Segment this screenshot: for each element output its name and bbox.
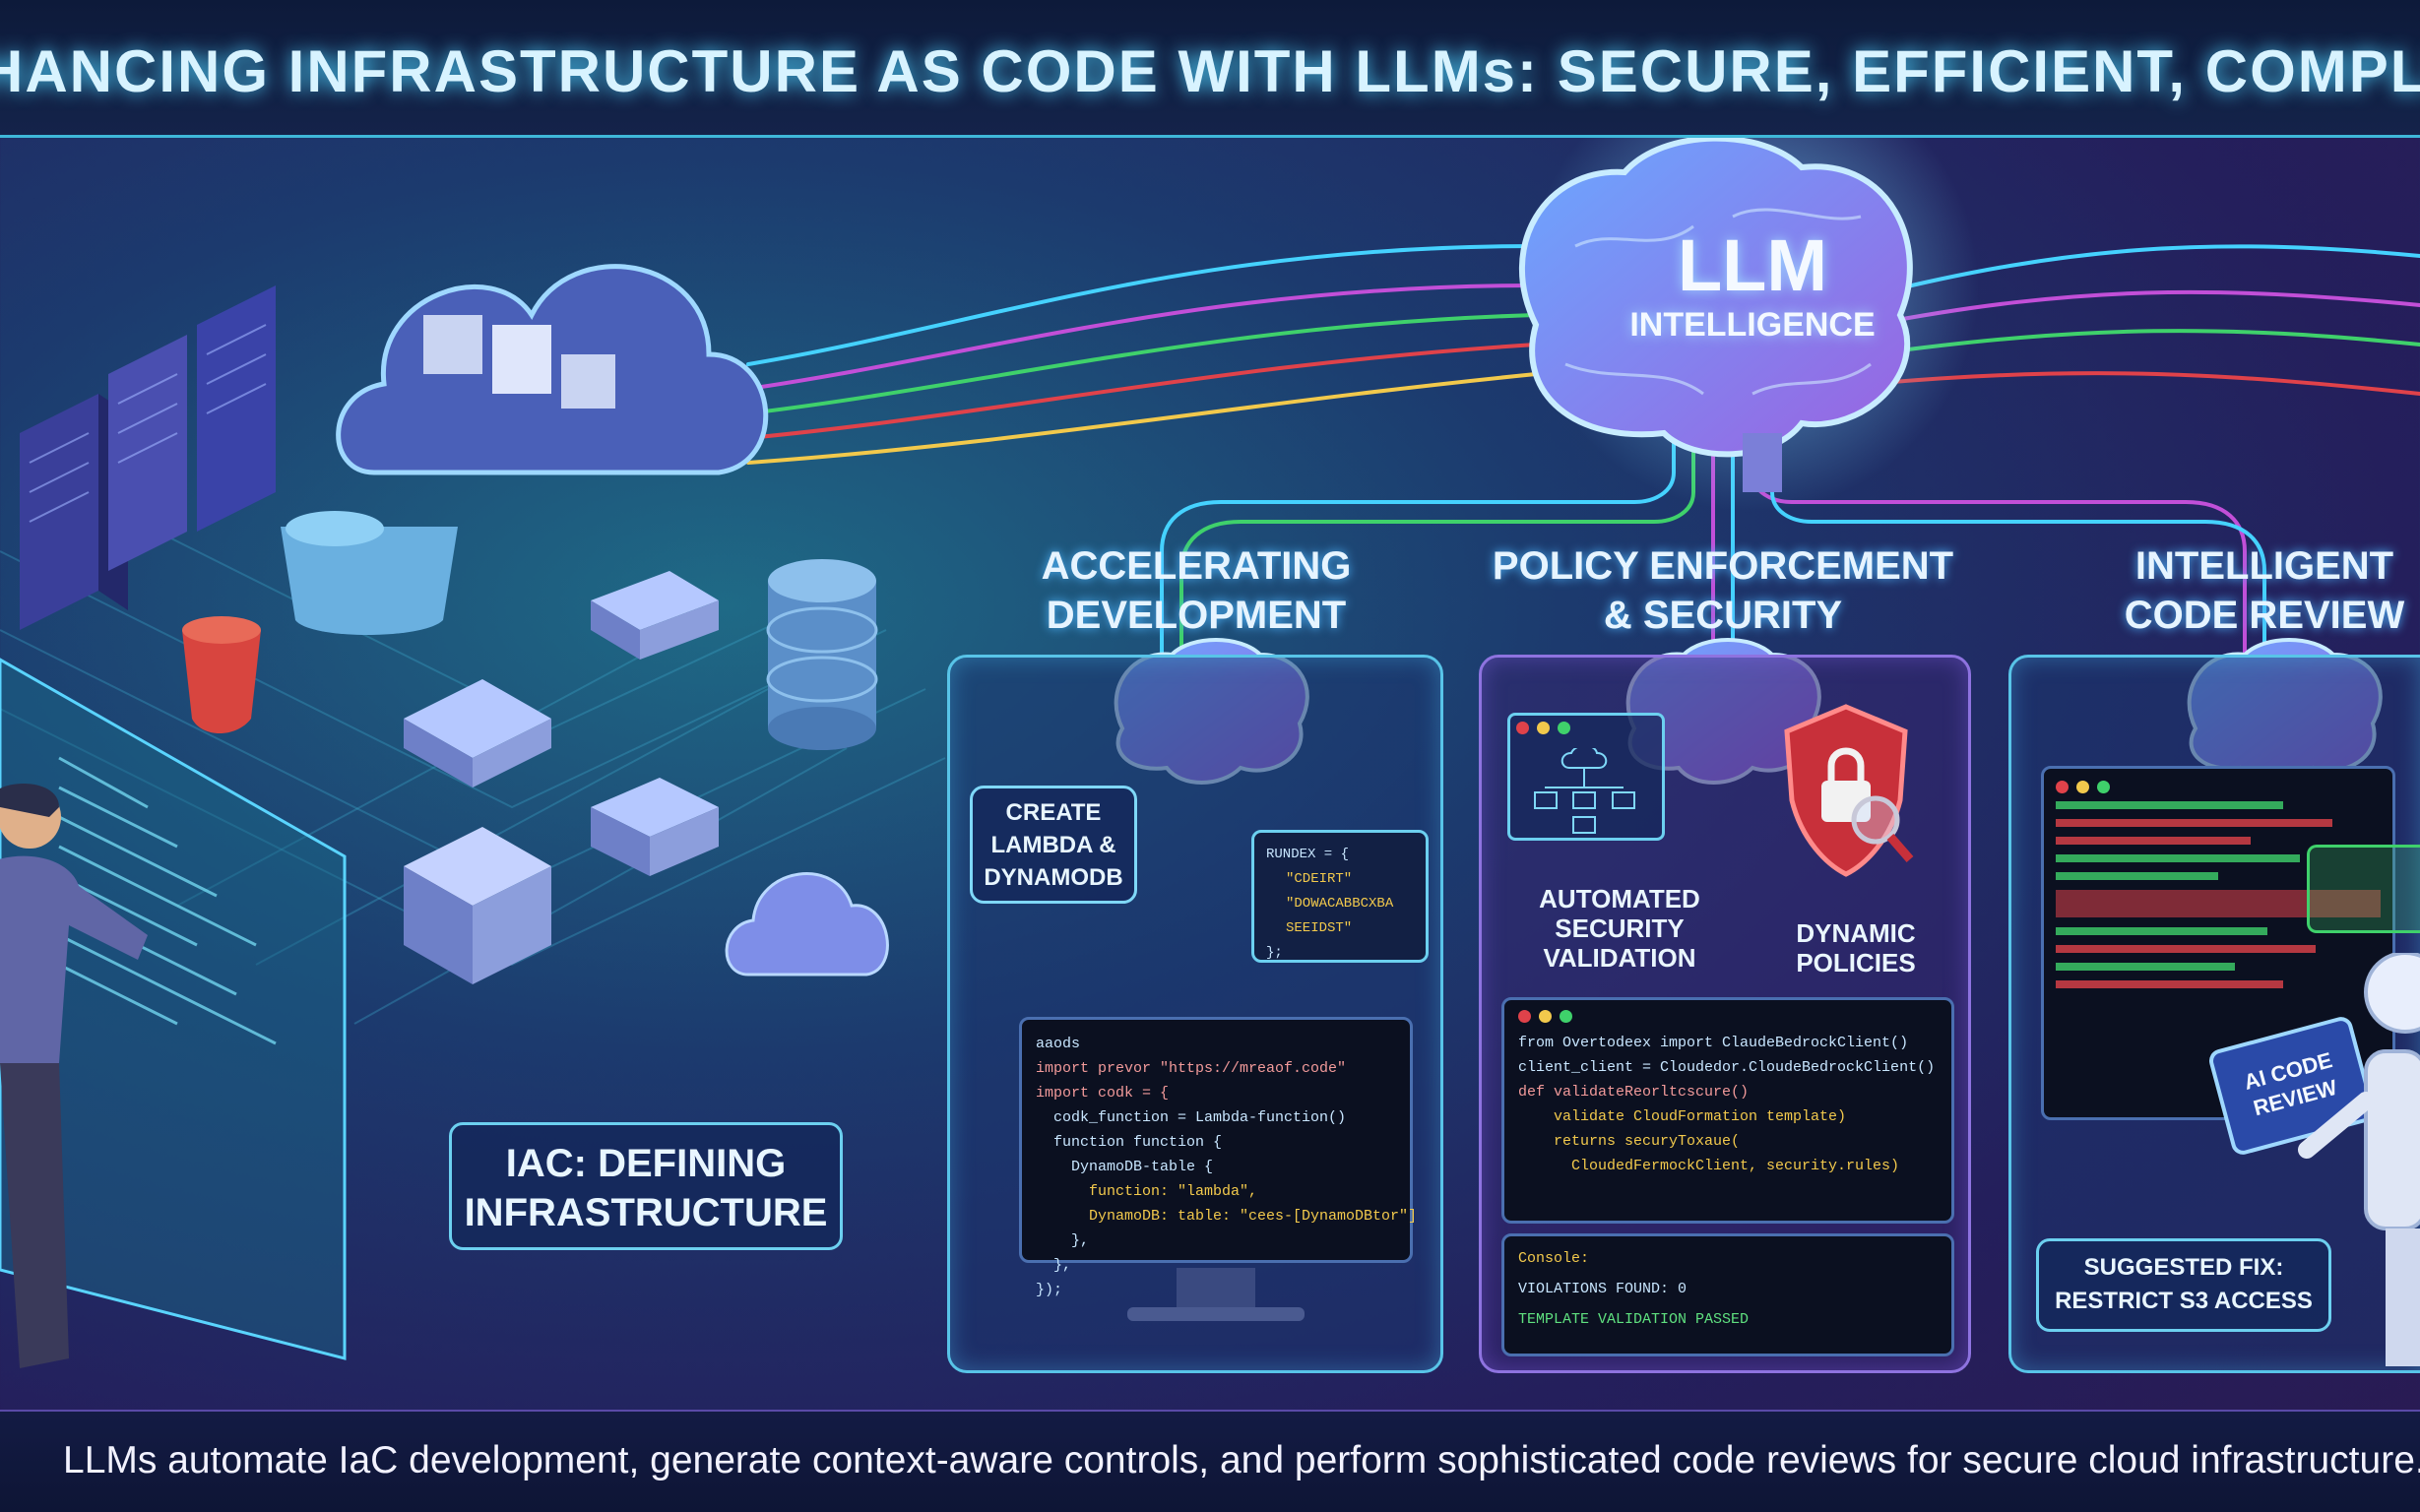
bubble-line: LAMBDA & — [990, 832, 1116, 858]
code-bar — [2056, 819, 2332, 827]
window-dot-green — [1560, 1010, 1572, 1023]
window-dot-red — [2056, 781, 2069, 793]
llm-brain-title: LLM — [1677, 224, 1828, 306]
heading-policy-enforcement: POLICY ENFORCEMENT & SECURITY — [1477, 541, 1969, 640]
heading-line: DEVELOPMENT — [1046, 594, 1347, 637]
code-bar — [2056, 872, 2218, 880]
snippet-line: SEEIDST" — [1286, 920, 1353, 936]
window-dot-red — [1516, 722, 1529, 734]
snippet-line: }; — [1266, 945, 1283, 961]
code-bar — [2056, 980, 2283, 988]
code-line: aaods — [1036, 1036, 1081, 1052]
code-line: from Overtodeex import ClaudeBedrockClie… — [1518, 1035, 1909, 1051]
heading-line: ACCELERATING — [1041, 544, 1352, 588]
monitor-stand — [1177, 1268, 1255, 1307]
caption-text: LLMs automate IaC development, generate … — [63, 1439, 2420, 1481]
suggestion-highlight — [2307, 845, 2420, 933]
code-line: import prevor "https://mreaof.code" — [1036, 1060, 1347, 1077]
panel-accelerating-development: CREATE LAMBDA & DYNAMODB RUNDEX = { "CDE… — [947, 655, 1443, 1373]
snippet-window: RUNDEX = { "CDEIRT" "DOWACABBCXBA SEEIDS… — [1251, 830, 1429, 963]
title-banner: HANCING INFRASTRUCTURE AS CODE WITH LLMs… — [0, 0, 2420, 138]
heading-accelerating-development: ACCELERATING DEVELOPMENT — [945, 541, 1447, 640]
llm-brain-label: LLM INTELLIGENCE — [1615, 226, 1890, 345]
snippet-line: RUNDEX = { — [1266, 847, 1350, 862]
console-line: VIOLATIONS FOUND: 0 — [1518, 1281, 1688, 1297]
label-line: POLICIES — [1796, 948, 1916, 977]
window-dot-red — [1518, 1010, 1531, 1023]
window-dot-yellow — [1539, 1010, 1552, 1023]
code-bar — [2056, 963, 2235, 971]
snippet-line: "DOWACABBCXBA — [1286, 896, 1394, 912]
label-line: DYNAMIC — [1796, 918, 1916, 948]
iac-label-line2: INFRASTRUCTURE — [464, 1191, 828, 1234]
window-dot-yellow — [2076, 781, 2089, 793]
code-line: validate CloudFormation template) — [1518, 1108, 1847, 1125]
heading-line: INTELLIGENT — [2134, 544, 2394, 588]
code-line: }, — [1036, 1257, 1072, 1274]
window-dot-green — [2097, 781, 2110, 793]
label-line: SECURITY — [1555, 914, 1685, 943]
code-line: def validateReorltcscure() — [1518, 1084, 1750, 1101]
code-bar — [2056, 837, 2251, 845]
architecture-diagram-icon — [1534, 744, 1635, 834]
heading-line: POLICY ENFORCEMENT — [1492, 544, 1954, 588]
llm-brain-subtitle: INTELLIGENCE — [1629, 306, 1876, 344]
code-line: DynamoDB: table: "cees-[DynamoDBtor"] — [1036, 1208, 1418, 1225]
code-bars — [2056, 801, 2381, 988]
code-line: import codk = { — [1036, 1085, 1170, 1102]
code-line: }, — [1036, 1232, 1090, 1249]
code-bar — [2056, 945, 2316, 953]
bubble-line: CREATE — [1005, 799, 1102, 826]
code-bar — [2056, 890, 2381, 917]
iac-label: IAC: DEFINING INFRASTRUCTURE — [449, 1122, 843, 1250]
code-line: function: "lambda", — [1036, 1183, 1258, 1200]
code-bar — [2056, 854, 2300, 862]
code-line: returns securyToxaue( — [1518, 1133, 1741, 1150]
bubble-create-lambda: CREATE LAMBDA & DYNAMODB — [970, 786, 1137, 904]
automated-security-validation-label: AUTOMATED SECURITY VALIDATION — [1526, 884, 1713, 973]
heading-line: CODE REVIEW — [2124, 594, 2405, 637]
label-line: AUTOMATED — [1539, 884, 1700, 914]
code-bar — [2056, 801, 2283, 809]
page-title: HANCING INFRASTRUCTURE AS CODE WITH LLMs… — [0, 38, 2420, 104]
code-line: function function { — [1036, 1134, 1223, 1151]
suggested-fix-label: SUGGESTED FIX: RESTRICT S3 ACCESS — [2036, 1238, 2331, 1332]
heading-intelligent-code-review: INTELLIGENT CODE REVIEW — [2097, 541, 2420, 640]
panel-policy-enforcement: AUTOMATED SECURITY VALIDATION DYNAMIC PO… — [1479, 655, 1971, 1373]
bubble-line: DYNAMODB — [984, 864, 1123, 891]
monitor-code-window: aaods import prevor "https://mreaof.code… — [1019, 1017, 1418, 1298]
robot-icon — [2298, 953, 2420, 1366]
monitor-base — [1127, 1307, 1305, 1321]
code-line: DynamoDB-table { — [1036, 1159, 1214, 1175]
diagram-window — [1507, 713, 1665, 841]
console-line: Console: — [1518, 1250, 1590, 1267]
code-line: client_client = Cloudedor.CloudeBedrockC… — [1518, 1059, 1936, 1076]
code-line: }); — [1036, 1282, 1063, 1298]
fix-line: RESTRICT S3 ACCESS — [2055, 1288, 2313, 1314]
snippet-line: "CDEIRT" — [1286, 871, 1353, 887]
label-line: VALIDATION — [1543, 943, 1696, 973]
code-line: CloudedFermockClient, security.rules) — [1518, 1158, 1900, 1174]
panel-intelligent-code-review: AI CODE REVIEW SUGGESTED FIX: RESTRICT S… — [2008, 655, 2420, 1373]
console-line: TEMPLATE VALIDATION PASSED — [1518, 1311, 1750, 1328]
console-window: Console: VIOLATIONS FOUND: 0 TEMPLATE VA… — [1501, 1233, 1954, 1356]
code-line: codk_function = Lambda-function() — [1036, 1109, 1347, 1126]
fix-line: SUGGESTED FIX: — [2083, 1254, 2284, 1281]
window-dot-green — [1558, 722, 1570, 734]
dynamic-policies-label: DYNAMIC POLICIES — [1787, 918, 1925, 977]
code-bar — [2056, 927, 2267, 935]
validation-code-window: from Overtodeex import ClaudeBedrockClie… — [1501, 997, 1954, 1224]
window-dot-yellow — [1537, 722, 1550, 734]
shield-lock-icon — [1784, 704, 1914, 877]
caption-banner: LLMs automate IaC development, generate … — [0, 1410, 2420, 1512]
heading-line: & SECURITY — [1603, 594, 1843, 637]
iac-label-line1: IAC: DEFINING — [505, 1142, 787, 1185]
